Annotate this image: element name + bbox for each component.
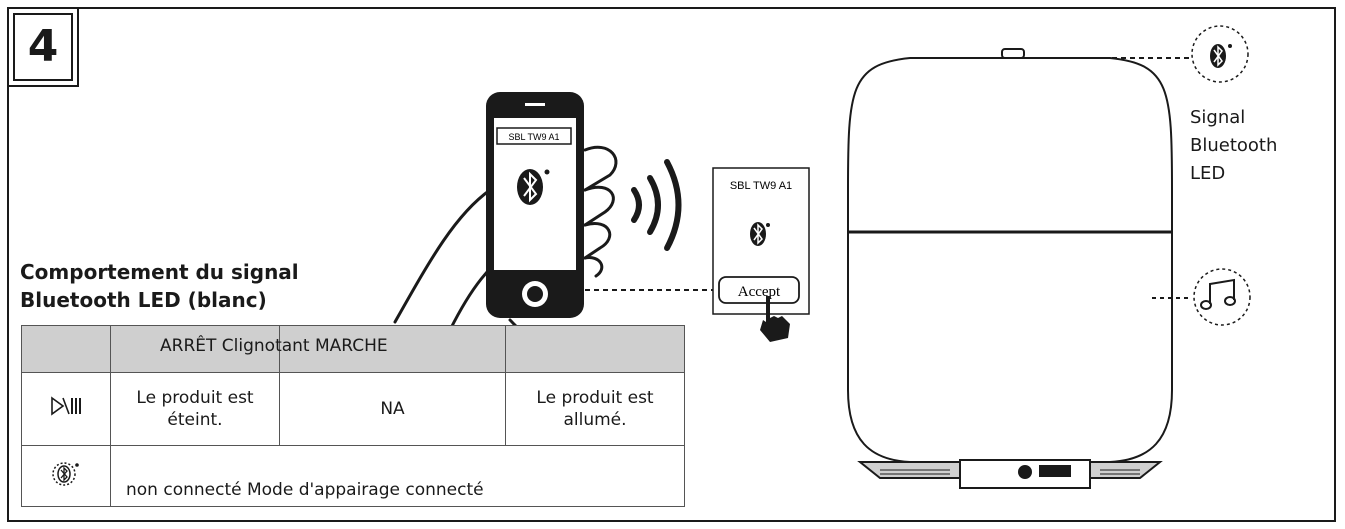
bluetooth-icon: [1191, 25, 1249, 83]
table-row-power: Le produit est éteint. NA Le produit est…: [21, 372, 685, 446]
smartphone: [486, 92, 584, 318]
bluetooth-row-cells: [110, 445, 685, 507]
step-number: 4: [13, 13, 73, 81]
power-icon-cell: [21, 372, 111, 446]
wireless-signal-icon: [631, 159, 682, 251]
table-header-row: [21, 325, 685, 373]
popup-device-name: SBL TW9 A1: [730, 180, 792, 192]
signal-label-line2: Bluetooth: [1190, 135, 1278, 156]
header-cell-on: [505, 325, 685, 373]
signal-label-line1: Signal: [1190, 107, 1246, 128]
popup-bluetooth-icon: [750, 222, 770, 246]
phone-device-name: SBL TW9 A1: [508, 132, 559, 142]
step-badge: 4: [7, 7, 79, 87]
pointing-hand-icon: [760, 296, 790, 342]
power-on-cell: Le produit est allumé.: [505, 372, 685, 446]
led-behavior-table: Le produit est éteint. NA Le produit est…: [21, 325, 685, 507]
behavior-title-line1: Comportement du signal: [20, 260, 299, 284]
bluetooth-icon: [52, 461, 79, 486]
bluetooth-row-text: non connecté Mode d'appairage connecté: [126, 480, 484, 500]
table-row-bluetooth: [21, 445, 685, 507]
behavior-title: Comportement du signal Bluetooth LED (bl…: [20, 258, 380, 314]
accept-label: Accept: [738, 284, 781, 300]
bluetooth-icon-cell: [21, 445, 111, 507]
power-off-cell: Le produit est éteint.: [110, 372, 280, 446]
music-note-icon: [1193, 268, 1251, 326]
power-blink-cell: NA: [279, 372, 506, 446]
play-pause-icon: [51, 396, 81, 416]
header-cell-empty: [21, 325, 111, 373]
accept-button[interactable]: Accept: [718, 276, 800, 304]
header-cell-blink: [279, 325, 506, 373]
speaker-vents: [880, 469, 1140, 475]
table-header-text: ARRÊT Clignotant MARCHE: [160, 336, 388, 356]
signal-label-line3: LED: [1190, 163, 1226, 184]
phone-bluetooth-icon: [517, 169, 550, 205]
diagram-frame: [7, 7, 1336, 522]
behavior-title-line2: Bluetooth LED (blanc): [20, 288, 267, 312]
header-cell-off: [110, 325, 280, 373]
speaker: [847, 48, 1173, 489]
signal-bluetooth-led-label: Signal Bluetooth LED: [1190, 104, 1277, 188]
